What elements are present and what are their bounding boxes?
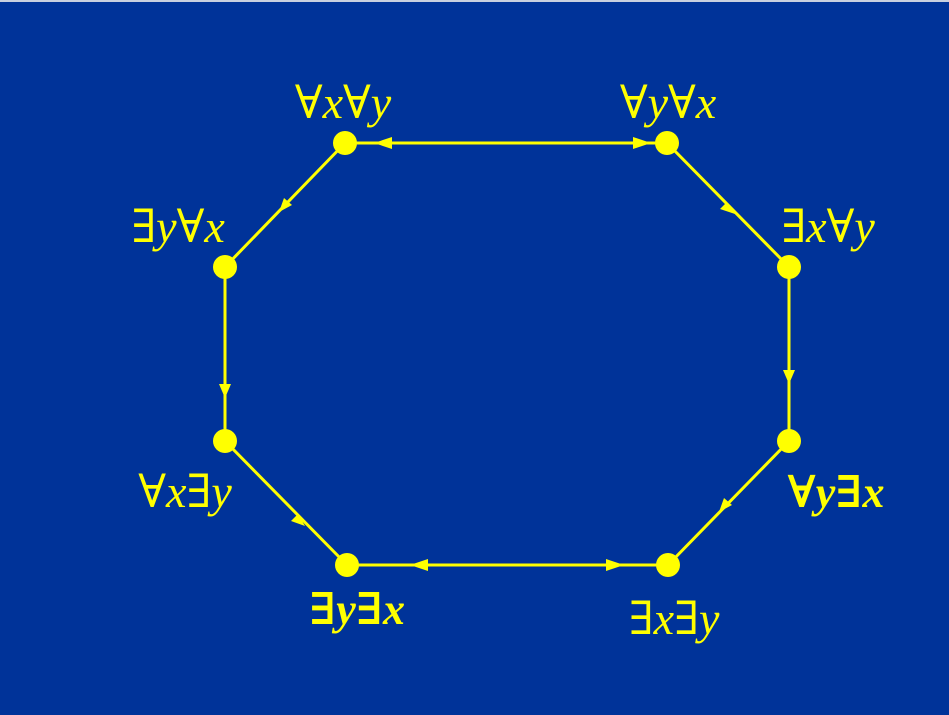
- arrowhead-bottom-left-pointing: [410, 559, 428, 571]
- node-label-exists-x-forall-y: ∃x∀y: [781, 201, 875, 252]
- arrowhead-bottom-right-pointing: [606, 559, 624, 571]
- node-label-forall-y-exists-x: ∀y∃x: [787, 468, 884, 517]
- node-label-exists-x-exists-y: ∃x∃y: [629, 593, 720, 644]
- node-label-exists-y-forall-x: ∃y∀x: [131, 201, 225, 252]
- node-label-exists-y-exists-x: ∃y∃x: [309, 585, 405, 634]
- node-dot-forall-y-forall-x: [655, 131, 679, 155]
- node-label-forall-y-forall-x: ∀y∀x: [620, 77, 717, 128]
- arrowhead-bottom-left-diagonal: [291, 514, 305, 526]
- arrowhead-top-left-diagonal: [279, 198, 292, 212]
- node-dot-exists-y-exists-x: [335, 553, 359, 577]
- node-dot-forall-x-exists-y: [213, 429, 237, 453]
- node-dot-forall-y-exists-x: [777, 429, 801, 453]
- arrowhead-left-vertical: [219, 384, 231, 398]
- node-dot-forall-x-forall-y: [333, 131, 357, 155]
- arrowhead-bottom-right-diagonal: [719, 498, 732, 512]
- arrowhead-top-left-pointing: [374, 137, 392, 149]
- edge-bottom-left: [223, 439, 349, 567]
- top-border: [0, 0, 949, 2]
- arrowhead-top-right-diagonal: [720, 203, 738, 215]
- node-dot-exists-x-forall-y: [777, 255, 801, 279]
- node-label-forall-x-forall-y: ∀x∀y: [295, 77, 392, 128]
- node-dot-exists-x-exists-y: [656, 553, 680, 577]
- arrowhead-top-right-pointing: [633, 137, 651, 149]
- node-dot-exists-y-forall-x: [213, 255, 237, 279]
- node-label-forall-x-exists-y: ∀x∃y: [138, 466, 232, 517]
- arrowhead-right-vertical: [783, 370, 795, 384]
